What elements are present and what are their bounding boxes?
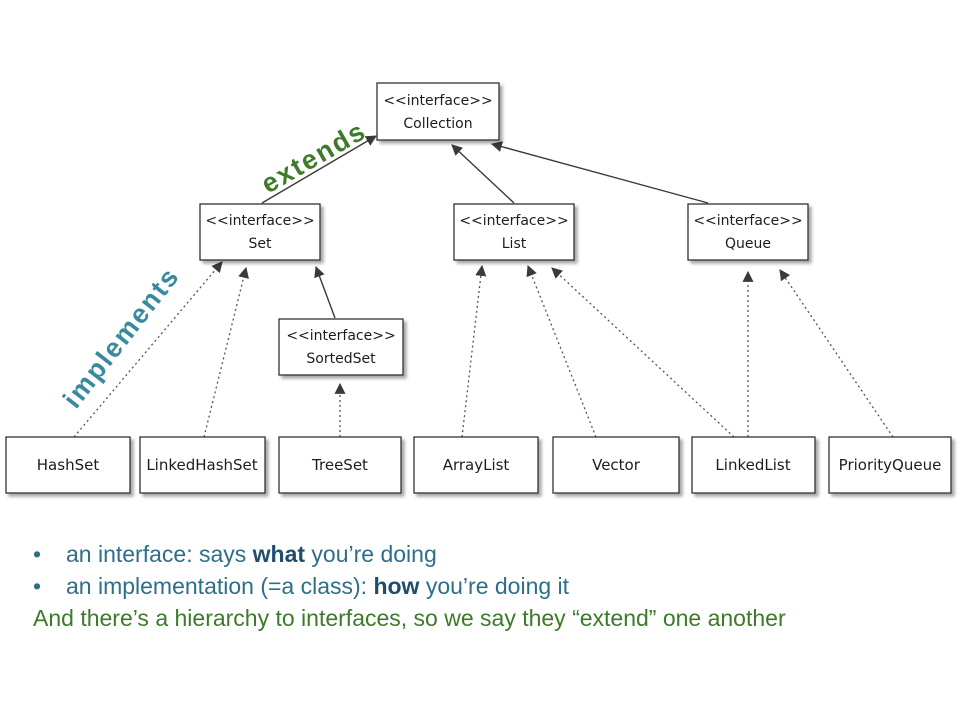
- hashset-name: HashSet: [37, 456, 100, 474]
- class-linkedhashset: LinkedHashSet: [139, 436, 266, 494]
- vector-name: Vector: [592, 456, 641, 474]
- bullet1-bold: what: [252, 541, 306, 567]
- edge-vector-list: [526, 264, 597, 438]
- bullet2-pre: an implementation (=a class):: [66, 573, 374, 599]
- linkedhashset-name: LinkedHashSet: [146, 456, 257, 474]
- priorityqueue-name: PriorityQueue: [839, 456, 942, 474]
- queue-name: Queue: [725, 236, 771, 252]
- edge-linkedhashset-set: [203, 266, 249, 438]
- edge-queue-collection: [490, 141, 709, 204]
- interface-collection: <<interface>> Collection: [376, 82, 500, 141]
- sortedset-name: SortedSet: [306, 351, 376, 367]
- interface-list: <<interface>> List: [453, 203, 575, 261]
- class-arraylist: ArrayList: [413, 436, 539, 494]
- arraylist-name: ArrayList: [443, 456, 510, 474]
- edge-list-collection: [451, 144, 515, 204]
- list-name: List: [502, 236, 527, 252]
- bullet1-pre: an interface: says: [66, 541, 253, 567]
- class-linkedlist: LinkedList: [691, 436, 816, 494]
- extends-label: extends: [256, 115, 371, 199]
- notes-section: • an interface: says what you’re doing •…: [33, 540, 933, 632]
- set-stereotype: <<interface>>: [205, 213, 314, 229]
- bullet2-post: you’re doing it: [419, 573, 570, 599]
- class-hashset: HashSet: [5, 436, 131, 494]
- edge-set-collection: [261, 135, 377, 204]
- interface-sortedset: <<interface>> SortedSet: [278, 318, 404, 376]
- bullet-implementation-text: an implementation (=a class): how you’re…: [66, 572, 569, 600]
- bullet2-bold: how: [373, 573, 420, 599]
- interface-set: <<interface>> Set: [199, 203, 321, 261]
- edge-hashset-set: [73, 261, 223, 438]
- sortedset-stereotype: <<interface>>: [286, 328, 395, 344]
- set-name: Set: [249, 236, 273, 252]
- bullet1-post: you’re doing: [305, 541, 437, 567]
- collection-hierarchy-diagram: <<interface>> Collection <<interface>> S…: [5, 82, 952, 494]
- hierarchy-paragraph: And there’s a hierarchy to interfaces, s…: [33, 605, 786, 631]
- implements-edges: [73, 261, 894, 438]
- bullet-interface: • an interface: says what you’re doing: [33, 540, 933, 568]
- class-treeset: TreeSet: [278, 436, 402, 494]
- implements-label: implements: [57, 261, 185, 413]
- bullet-interface-text: an interface: says what you’re doing: [66, 540, 437, 568]
- edge-priorityqueue-queue: [779, 269, 894, 438]
- edge-sortedset-set: [314, 265, 336, 319]
- bullet-dot: •: [33, 573, 42, 599]
- extends-edges: [261, 135, 709, 319]
- list-stereotype: <<interface>>: [459, 213, 568, 229]
- linkedlist-name: LinkedList: [715, 456, 790, 474]
- bullet-implementation: • an implementation (=a class): how you’…: [33, 572, 933, 600]
- edge-linkedlist-list: [551, 267, 735, 438]
- collection-name: Collection: [403, 116, 472, 132]
- interface-queue: <<interface>> Queue: [687, 203, 809, 261]
- edge-arraylist-list: [461, 264, 487, 438]
- class-priorityqueue: PriorityQueue: [828, 436, 952, 494]
- class-vector: Vector: [552, 436, 680, 494]
- treeset-name: TreeSet: [311, 456, 368, 474]
- collection-stereotype: <<interface>>: [383, 93, 492, 109]
- queue-stereotype: <<interface>>: [693, 213, 802, 229]
- bullet-dot: •: [33, 541, 42, 567]
